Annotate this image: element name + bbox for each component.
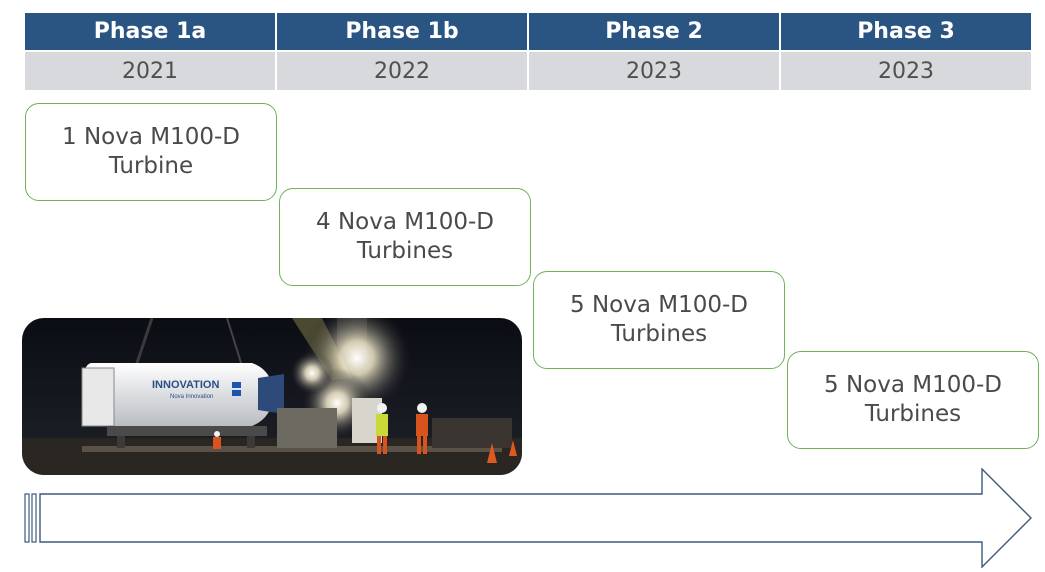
year-1a: 2021 — [25, 52, 277, 90]
year-row: 2021 2022 2023 2023 — [25, 52, 1031, 90]
timeline-arrow — [24, 468, 1032, 568]
worker-figure — [416, 403, 428, 454]
year-1b: 2022 — [277, 52, 529, 90]
night-deployment-illustration: INNOVATION Nova Innovation — [22, 318, 522, 475]
turbine-deployment-photo: INNOVATION Nova Innovation — [22, 318, 522, 475]
phase-header-row: Phase 1a Phase 1b Phase 2 Phase 3 — [25, 13, 1031, 50]
worker-figure — [376, 403, 388, 454]
turbine-hull-label: INNOVATION — [152, 379, 219, 391]
phase-3-box: 5 Nova M100-D Turbines — [787, 351, 1039, 449]
turbine-hull-sublabel: Nova Innovation — [170, 394, 213, 400]
year-2: 2023 — [529, 52, 781, 90]
phase-header-1b: Phase 1b — [277, 13, 529, 50]
phase-header-3: Phase 3 — [781, 13, 1031, 50]
phase-header-2: Phase 2 — [529, 13, 781, 50]
phase-header-1a: Phase 1a — [25, 13, 277, 50]
phase-1b-box: 4 Nova M100-D Turbines — [279, 188, 531, 286]
year-3: 2023 — [781, 52, 1031, 90]
phase-2-box: 5 Nova M100-D Turbines — [533, 271, 785, 369]
phase-1a-box: 1 Nova M100-D Turbine — [25, 103, 277, 201]
worker-figure — [213, 431, 221, 449]
arrow-body — [39, 468, 1032, 568]
